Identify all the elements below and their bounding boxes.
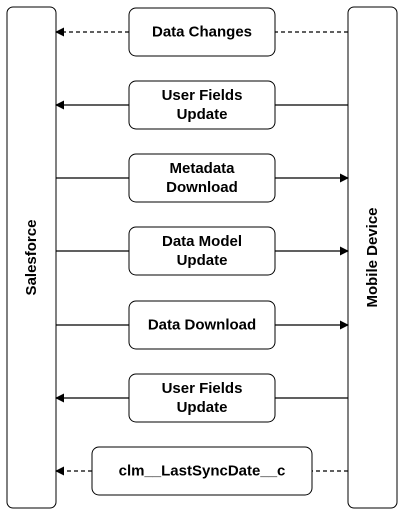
step-label: User Fields <box>162 380 243 397</box>
mobile-device-lane: Mobile Device <box>347 6 398 509</box>
step-box <box>128 373 276 423</box>
step-label: Metadata <box>169 160 235 177</box>
step-row: Data Changes <box>55 7 348 57</box>
step-box <box>128 153 276 203</box>
salesforce-lane-box <box>6 6 57 509</box>
step-label: Data Model <box>162 233 242 250</box>
mobile-device-lane-box <box>347 6 398 509</box>
step-label: clm__LastSyncDate__c <box>119 463 286 480</box>
step-label: Update <box>177 399 228 416</box>
step-box <box>128 226 276 276</box>
step-box <box>128 80 276 130</box>
step-box <box>91 446 313 496</box>
salesforce-lane-label: Salesforce <box>23 220 40 296</box>
step-row: Data Download <box>56 300 349 350</box>
mobile-device-lane-label: Mobile Device <box>364 207 381 307</box>
step-label: Data Download <box>148 317 256 334</box>
step-box <box>128 300 276 350</box>
step-label: Update <box>177 106 228 123</box>
step-label: User Fields <box>162 87 243 104</box>
step-label: Download <box>166 179 238 196</box>
step-box <box>128 7 276 57</box>
step-label: Data Changes <box>152 24 252 41</box>
step-row: clm__LastSyncDate__c <box>55 446 348 496</box>
step-label: Update <box>177 252 228 269</box>
salesforce-lane: Salesforce <box>6 6 57 509</box>
